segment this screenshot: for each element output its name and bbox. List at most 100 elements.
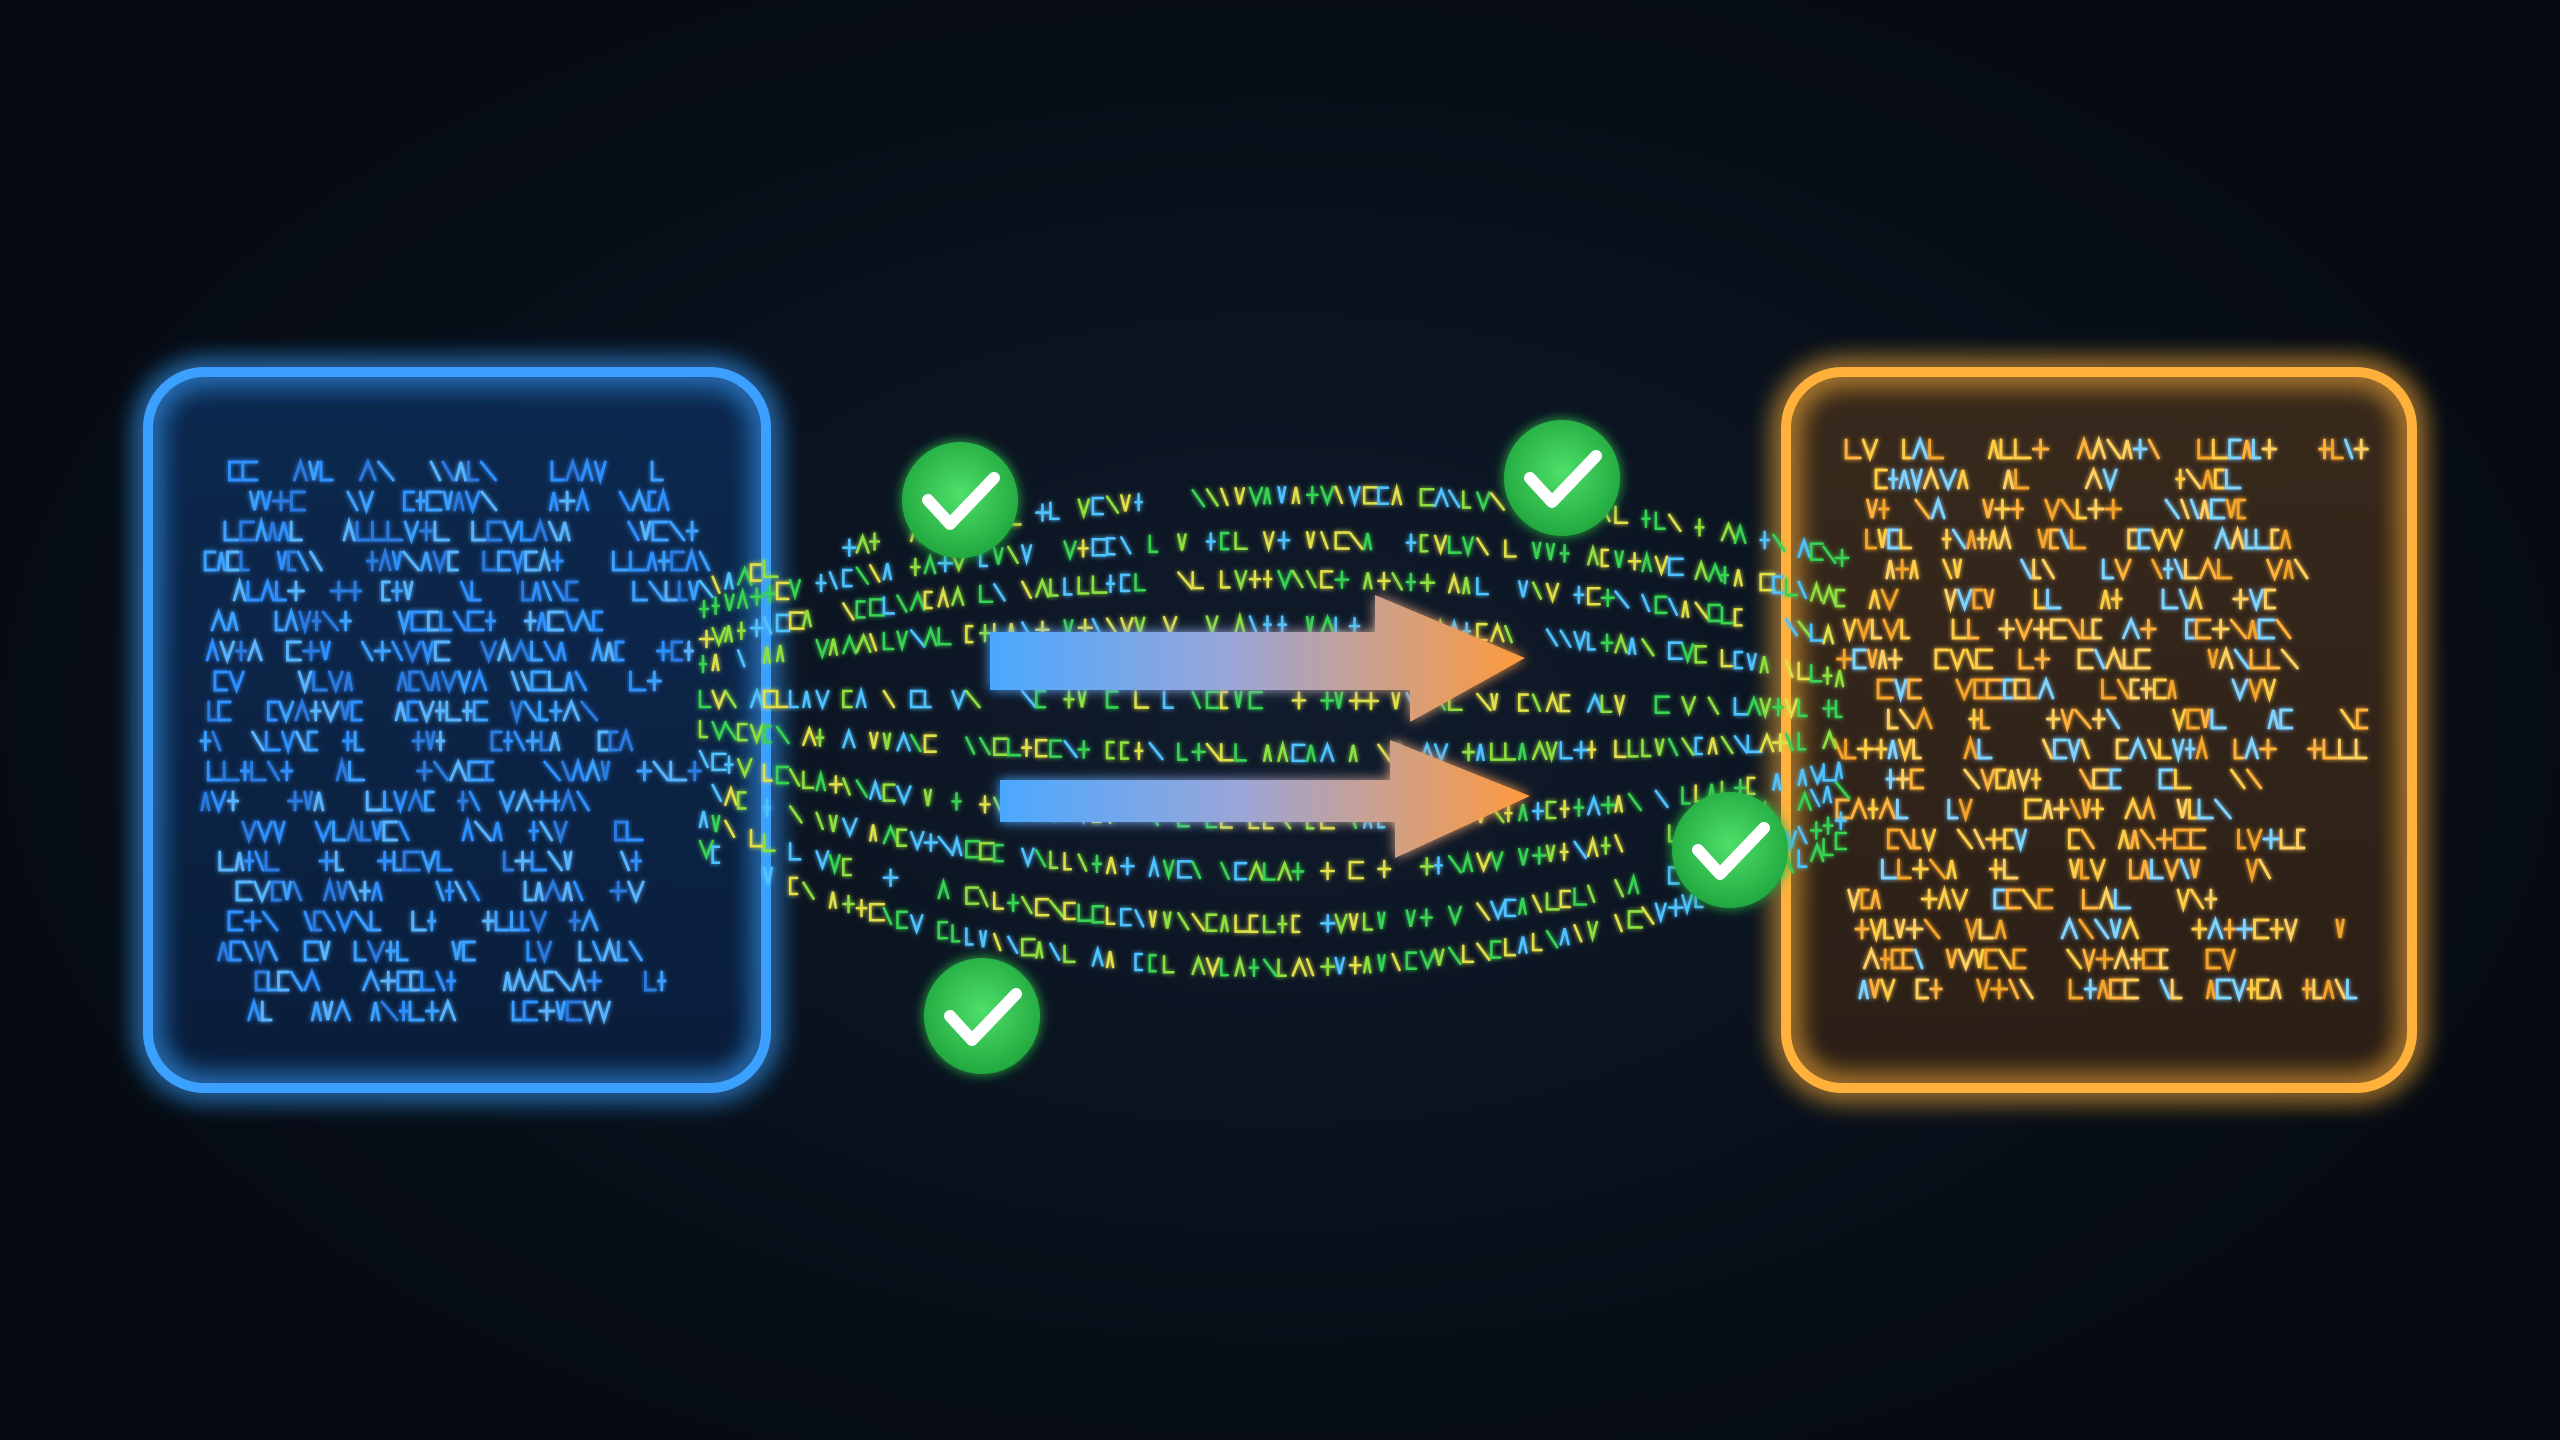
- stream-glyph: [1063, 901, 1076, 921]
- stream-glyph: [1433, 743, 1449, 765]
- target-code-glyph: [2122, 616, 2141, 640]
- target-code-glyph: [2167, 528, 2184, 553]
- target-code-glyph: [1929, 978, 1943, 1000]
- target-code-glyph: [1901, 948, 1914, 970]
- source-code-glyph: [306, 730, 319, 752]
- stream-glyph: [762, 559, 779, 578]
- stream-glyph: [1020, 689, 1037, 709]
- stream-glyph: [896, 730, 911, 752]
- stream-glyph: [1772, 575, 1785, 594]
- source-code-glyph: [664, 580, 678, 602]
- target-code-glyph: [2005, 888, 2022, 910]
- stream-glyph: [1277, 958, 1287, 977]
- target-code-glyph: [2132, 438, 2148, 460]
- target-code-glyph: [1982, 498, 1994, 519]
- stream-glyph: [1559, 544, 1570, 563]
- target-code-glyph: [1888, 468, 1899, 490]
- stream-glyph: [1545, 800, 1557, 820]
- stream-glyph: [1219, 957, 1230, 977]
- stream-glyph: [762, 646, 772, 664]
- stream-glyph: [1348, 744, 1358, 763]
- stream-glyph: [1707, 696, 1720, 716]
- target-code-glyph: [2221, 948, 2236, 973]
- target-code-glyph: [1957, 948, 1975, 973]
- source-code-glyph: [435, 970, 446, 992]
- stream-glyph: [1248, 569, 1262, 589]
- stream-glyph: [698, 689, 712, 709]
- source-code-glyph: [239, 760, 251, 782]
- target-code-glyph: [2049, 618, 2067, 640]
- source-code-glyph: [281, 880, 293, 901]
- source-code-glyph: [425, 1000, 440, 1022]
- stream-glyph: [1586, 835, 1599, 858]
- stream-glyph: [1504, 624, 1513, 644]
- stream-glyph: [1834, 548, 1850, 568]
- stream-glyph: [1334, 616, 1348, 635]
- stream-glyph: [1219, 690, 1229, 710]
- target-code-glyph: [1878, 796, 1896, 820]
- stream-glyph: [1654, 511, 1666, 530]
- stream-glyph: [815, 573, 827, 593]
- source-code-glyph: [376, 850, 393, 872]
- stream-glyph: [923, 552, 937, 575]
- source-code-glyph: [302, 640, 321, 662]
- source-code-glyph: [219, 640, 235, 665]
- stream-glyph: [1262, 487, 1272, 505]
- source-code-glyph: [529, 910, 547, 934]
- source-code-glyph: [454, 461, 467, 482]
- target-code-glyph: [1856, 618, 1871, 643]
- target-code-glyph: [1867, 798, 1879, 820]
- target-code-glyph: [2189, 828, 2207, 850]
- source-code-glyph: [530, 640, 544, 662]
- stream-glyph: [1419, 573, 1436, 592]
- source-code-glyph: [226, 790, 240, 812]
- stream-glyph: [828, 775, 844, 794]
- source-code-glyph: [295, 730, 307, 752]
- target-code-glyph: [2067, 738, 2081, 764]
- stream-glyph: [1809, 788, 1821, 808]
- stream-glyph: [882, 689, 896, 709]
- source-code-glyph: [531, 581, 542, 602]
- source-code-glyph: [361, 968, 381, 992]
- source-code-glyph: [609, 880, 628, 902]
- target-code-glyph: [2060, 708, 2074, 734]
- target-code-glyph: [1874, 468, 1888, 490]
- stream-glyph: [815, 728, 825, 747]
- source-code-glyph: [571, 967, 587, 992]
- source-code-glyph: [547, 670, 564, 692]
- target-code-glyph: [2129, 829, 2140, 850]
- source-code-glyph: [433, 760, 450, 782]
- target-code-glyph: [2002, 469, 2015, 490]
- source-code-glyph: [541, 580, 553, 602]
- target-code-glyph: [2079, 768, 2093, 790]
- target-code-glyph: [2127, 528, 2138, 550]
- stream-glyph: [1759, 572, 1776, 592]
- stream-glyph: [1681, 894, 1693, 917]
- stream-glyph: [1614, 632, 1628, 654]
- stream-glyph: [1134, 572, 1146, 592]
- stream-glyph: [1205, 615, 1219, 637]
- target-code-glyph: [2078, 918, 2094, 940]
- target-code-glyph: [1951, 528, 1967, 550]
- stream-glyph: [1531, 846, 1547, 865]
- target-code-glyph: [2130, 948, 2142, 970]
- target-code-glyph: [2266, 558, 2284, 582]
- stream-glyph: [1641, 550, 1653, 573]
- target-code-glyph: [1947, 798, 1959, 820]
- source-code-glyph: [243, 910, 262, 932]
- stream-glyph: [1733, 697, 1749, 716]
- target-code-glyph: [1894, 678, 1908, 704]
- stream-glyph: [1320, 613, 1335, 635]
- stream-glyph: [1490, 692, 1499, 711]
- source-code-glyph: [420, 970, 436, 992]
- target-code-glyph: [2052, 738, 2068, 760]
- source-code-glyph: [486, 520, 503, 542]
- target-code-glyph: [2099, 589, 2111, 610]
- source-code-glyph: [328, 670, 344, 695]
- stream-glyph: [1291, 691, 1307, 710]
- target-code-glyph: [2015, 618, 2033, 642]
- source-code-glyph: [558, 490, 576, 512]
- target-code-glyph: [2211, 618, 2230, 640]
- target-code-glyph: [2232, 588, 2249, 610]
- stream-glyph: [882, 868, 899, 887]
